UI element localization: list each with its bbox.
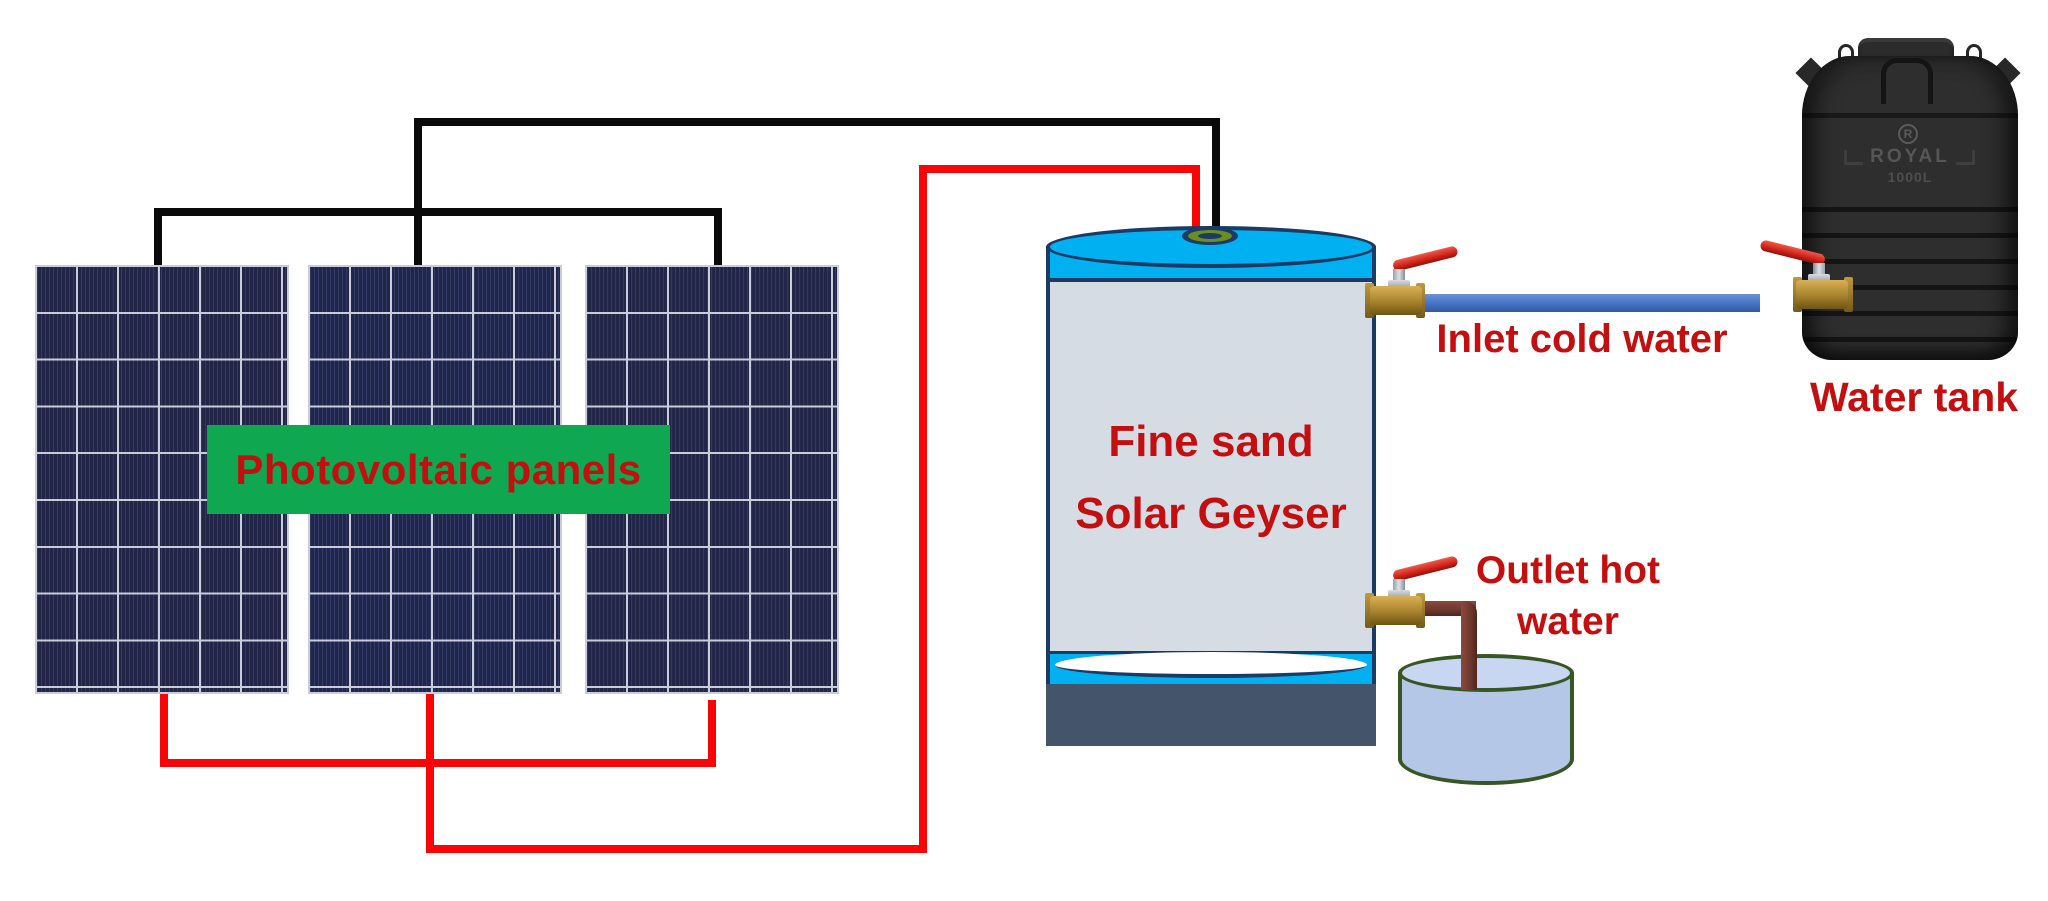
valve-flange	[1365, 593, 1374, 628]
valve-nut	[1388, 280, 1410, 288]
water-tank-body	[1802, 56, 2018, 360]
wire-red-riser-vertical	[919, 165, 927, 853]
photovoltaic-panels-label-text: Photovoltaic panels	[235, 445, 642, 493]
geyser-hot-outlet-valve	[1365, 555, 1468, 630]
cold-water-pipe	[1414, 294, 1760, 312]
wire-red-panel3-vertical	[708, 700, 716, 767]
wire-black-panel1-vertical	[154, 208, 162, 266]
valve-flange	[1365, 283, 1374, 318]
valve-nut	[1388, 590, 1410, 598]
tank-brand-text: ROYAL	[1870, 146, 1950, 167]
geyser-body	[1046, 282, 1376, 654]
photovoltaic-panels-label: Photovoltaic panels	[207, 425, 670, 514]
wire-black-mid-horizontal	[154, 208, 722, 216]
collection-bucket-opening	[1398, 654, 1574, 692]
wire-red-top-horizontal	[919, 165, 1200, 173]
tank-outlet-valve	[1750, 239, 1853, 314]
geyser-wire-gland-hole	[1198, 233, 1222, 239]
valve-body	[1370, 596, 1422, 625]
tank-ear-right	[1966, 44, 1982, 61]
wire-red-bus-horizontal	[160, 759, 716, 767]
valve-handle	[1391, 245, 1459, 272]
tank-shoulder-groove	[1802, 113, 2018, 118]
hot-water-pipe-into-bucket	[1461, 640, 1477, 690]
outlet-label-line2: water	[1517, 600, 1619, 643]
valve-body	[1796, 280, 1848, 309]
wire-red-panel2-vertical	[426, 688, 434, 853]
wire-red-lower-horizontal	[426, 845, 927, 853]
hot-water-pipe-horizontal	[1410, 601, 1476, 616]
geyser-label-line2: Solar Geyser	[1075, 489, 1347, 538]
geyser-inlet-valve	[1365, 245, 1468, 320]
tank-capacity-text: 1000L	[1887, 169, 1933, 185]
outlet-label-line1: Outlet hot	[1475, 549, 1661, 592]
tank-handle-arch	[1881, 58, 1933, 104]
collection-bucket-body	[1398, 672, 1574, 785]
geyser-bottom-curve	[1055, 652, 1367, 678]
tank-logo-icon: R	[1898, 124, 1918, 144]
outlet-hot-water-label: Outlet hot water	[1436, 545, 1700, 647]
wire-black-top-horizontal	[414, 118, 1220, 126]
geyser-label-line1: Fine sand	[1108, 417, 1314, 466]
wire-black-panel2-vertical	[414, 118, 422, 266]
tank-bracket-left	[1844, 150, 1863, 165]
wire-red-geyser-drop	[1192, 165, 1200, 235]
valve-body	[1370, 286, 1422, 315]
tank-ear-left	[1838, 44, 1854, 61]
inlet-cold-water-label: Inlet cold water	[1436, 317, 1728, 361]
geyser-base	[1046, 684, 1376, 746]
tank-ribs	[1802, 186, 2018, 360]
water-tank-label: Water tank	[1809, 374, 2019, 420]
wire-black-geyser-drop	[1212, 118, 1220, 235]
tank-bracket-right	[1956, 150, 1975, 165]
geyser-wire-gland	[1182, 227, 1238, 245]
wire-red-panel1-vertical	[160, 688, 168, 767]
wire-black-panel3-vertical	[714, 208, 722, 266]
